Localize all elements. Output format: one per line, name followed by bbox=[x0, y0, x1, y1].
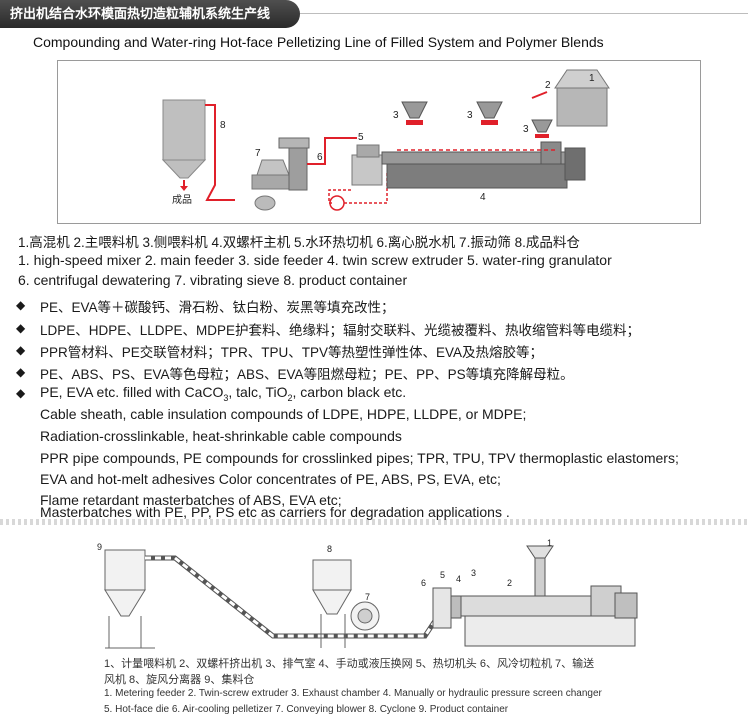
parts2-cn-1: 1、计量喂料机 2、双螺杆挤出机 3、排气室 4、手动或液压换网 5、热切机头 … bbox=[104, 658, 595, 670]
diagram2-label-3: 3 bbox=[471, 568, 476, 578]
air-cooling-line-diagram: 9 8 7 6 5 4 3 2 1 bbox=[97, 538, 638, 649]
diagram2-label-1: 1 bbox=[547, 538, 552, 548]
page-subtitle: Compounding and Water-ring Hot-face Pell… bbox=[33, 34, 604, 50]
vibrating-sieve-shape bbox=[251, 159, 293, 211]
cyclone-shape bbox=[312, 559, 352, 648]
diagram2-label-6: 6 bbox=[421, 578, 426, 588]
application-en-3: Radiation-crosslinkable, heat-shrinkable… bbox=[40, 428, 402, 444]
diagram2-label-4: 4 bbox=[456, 574, 461, 584]
diagram1-label-1: 1 bbox=[589, 73, 595, 84]
diagram1-label-2: 2 bbox=[545, 80, 551, 91]
bullet-icon: ◆ bbox=[16, 298, 26, 312]
diagram2-label-5: 5 bbox=[440, 570, 445, 580]
water-ring-pelletizer-shape bbox=[328, 144, 388, 211]
high-speed-mixer-shape bbox=[554, 69, 610, 127]
parts2-en-2: 5. Hot-face die 6. Air-cooling pelletize… bbox=[104, 704, 509, 715]
product-silo-shape bbox=[104, 549, 155, 649]
product-label: 成品 bbox=[172, 194, 192, 206]
header-divider bbox=[300, 13, 748, 14]
application-en-6: Flame retardant masterbatches of ABS, EV… bbox=[40, 492, 342, 508]
diagram1-label-8: 8 bbox=[220, 120, 226, 131]
section-divider bbox=[0, 519, 748, 525]
diagram1-label-6: 6 bbox=[317, 152, 323, 163]
air-cooling-pelletizer-shape bbox=[432, 587, 462, 629]
bullet-icon: ◆ bbox=[16, 321, 26, 335]
parts2-cn-2: 风机 8、旋风分离器 9、集料仓 bbox=[104, 674, 255, 686]
diagram2-label-7: 7 bbox=[365, 592, 370, 602]
application-en-7: Masterbatches with PE, PP, PS etc as car… bbox=[40, 504, 510, 520]
diagram1-label-3c: 3 bbox=[523, 124, 529, 135]
side-feeder-shapes bbox=[401, 101, 553, 138]
diagram1-label-4: 4 bbox=[480, 192, 486, 203]
application-en-2: Cable sheath, cable insulation compounds… bbox=[40, 406, 527, 422]
twin-screw-extruder-2-shape bbox=[460, 545, 638, 647]
water-ring-line-diagram: 8 7 6 5 4 3 3 3 2 1 成品 bbox=[57, 60, 701, 224]
parts-list-en-1: 1. high-speed mixer 2. main feeder 3. si… bbox=[18, 252, 612, 268]
diagram1-label-7: 7 bbox=[255, 148, 261, 159]
centrifugal-dryer-shape bbox=[278, 137, 310, 191]
parts2-en-1: 1. Metering feeder 2. Twin-screw extrude… bbox=[104, 688, 602, 699]
conveying-blower-shape bbox=[350, 601, 380, 631]
parts-list-en-2: 6. centrifugal dewatering 7. vibrating s… bbox=[18, 272, 408, 288]
bullet-icon: ◆ bbox=[16, 343, 26, 357]
diagram2-label-2: 2 bbox=[507, 578, 512, 588]
application-en-5: EVA and hot-melt adhesives Color concent… bbox=[40, 471, 501, 487]
bullet-icon: ◆ bbox=[16, 365, 26, 379]
diagram2-label-8: 8 bbox=[327, 544, 332, 554]
bullet-icon: ◆ bbox=[16, 386, 26, 400]
application-en-4: PPR pipe compounds, PE compounds for cro… bbox=[40, 450, 679, 466]
diagram1-label-3a: 3 bbox=[393, 110, 399, 121]
diagram2-label-9: 9 bbox=[97, 542, 102, 552]
application-cn-2: LDPE、HDPE、LLDPE、MDPE护套料、绝缘料；辐射交联料、光缆被覆料、… bbox=[40, 323, 641, 338]
application-cn-3: PPR管材料、PE交联管材料；TPR、TPU、TPV等热塑性弹性体、EVA及热熔… bbox=[40, 345, 544, 360]
diagram1-label-5: 5 bbox=[358, 132, 364, 143]
product-container-shape bbox=[161, 99, 207, 191]
header-title: 挤出机结合水环模面热切造粒辅机系统生产线 bbox=[0, 0, 300, 28]
application-cn-4: PE、ABS、PS、EVA等色母粒；ABS、EVA等阻燃母粒；PE、PP、PS等… bbox=[40, 367, 574, 382]
application-en-1: PE, EVA etc. filled with CaCO3, talc, Ti… bbox=[40, 384, 407, 403]
twin-screw-extruder-shape bbox=[381, 141, 586, 189]
diagram1-label-3b: 3 bbox=[467, 110, 473, 121]
application-cn-1: PE、EVA等＋碳酸钙、滑石粉、钛白粉、炭黑等填充改性； bbox=[40, 300, 395, 315]
parts-list-cn: 1.高混机 2.主喂料机 3.侧喂料机 4.双螺杆主机 5.水环热切机 6.离心… bbox=[18, 235, 580, 250]
